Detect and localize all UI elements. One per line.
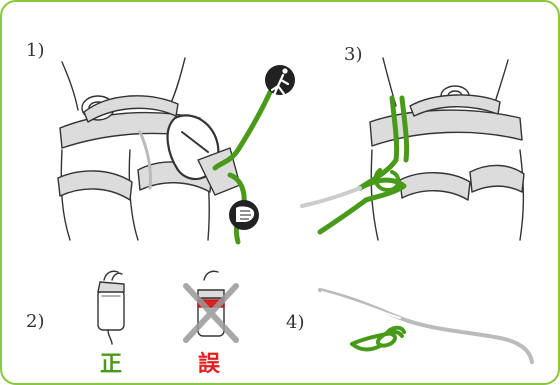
step-number-2-text: 2: [26, 311, 37, 332]
step-number-1: 1): [26, 42, 44, 60]
panel-1-harness-carabiner: [58, 58, 240, 240]
panel-4-dressed-knot: [320, 290, 532, 362]
step-number-1-text: 1: [26, 40, 37, 61]
step-number-3: 3): [344, 46, 362, 64]
step-number-3-text: 3: [344, 44, 355, 65]
climber-icon: [265, 65, 295, 95]
step-number-4-text: 4: [286, 312, 297, 333]
panel-2-correct-crimp: [98, 271, 124, 344]
step-number-2: 2): [26, 313, 44, 331]
label-incorrect: 誤: [198, 346, 220, 378]
panel-3-harness-knot: [370, 58, 524, 240]
step-number-4: 4): [286, 314, 304, 332]
label-correct: 正: [100, 346, 122, 378]
hand-grip-icon: [229, 200, 259, 230]
